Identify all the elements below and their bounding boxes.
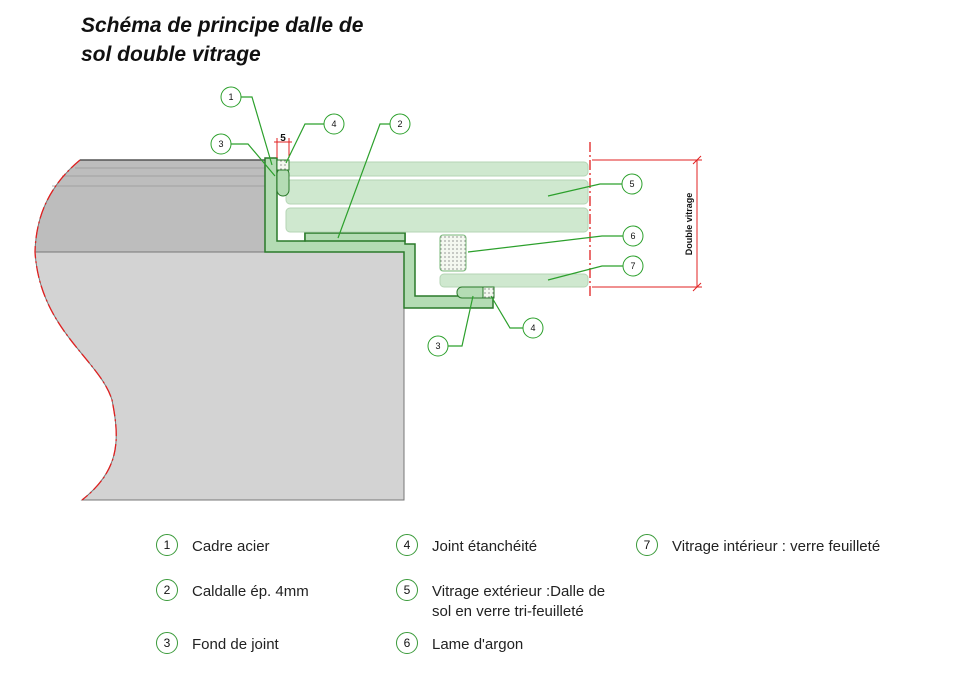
callout-circle-5 [621, 173, 643, 195]
legend-text-7: Vitrage intérieur : verre feuilleté [672, 538, 881, 555]
dimension-height-label: Double vitrage [684, 193, 694, 256]
legend-number-7: 7 [636, 534, 658, 556]
interior-glass [439, 273, 589, 288]
legend-text-4: Joint étanchéité [432, 538, 538, 555]
callout-label-6: 6 [630, 231, 635, 241]
backer-rod-top [276, 167, 290, 197]
diagram-title: Schéma de principe dalle de sol double v… [81, 11, 441, 69]
callout-circle-6 [622, 225, 644, 247]
legend-item-4: 4 Joint étanchéité [396, 534, 538, 557]
legend-item-6: 6 Lame d'argon [396, 632, 524, 655]
legend-item-7: 7 Vitrage intérieur : verre feuilleté [636, 534, 881, 557]
callout-label-1: 1 [228, 92, 233, 102]
legend-number-1: 1 [156, 534, 178, 556]
legend-text-5-line-1: Vitrage extérieur :Dalle de [432, 583, 606, 600]
callout-label-4-bottom: 4 [530, 323, 535, 333]
cut-line [34, 159, 117, 501]
sealant-joint-top [276, 159, 290, 171]
caldalle-plate [304, 232, 406, 242]
title-line-1: Schéma de principe dalle de [81, 14, 364, 37]
legend-text-2: Caldalle ép. 4mm [192, 583, 309, 600]
floor-finish-layer [34, 159, 266, 253]
legend-number-2: 2 [156, 579, 178, 601]
callout-label-7: 7 [630, 261, 635, 271]
exterior-glass-layer-1 [285, 161, 589, 177]
callout-circle-1 [220, 86, 242, 108]
legend-number-5: 5 [396, 579, 418, 601]
legend-number-6: 6 [396, 632, 418, 654]
legend-item-3: 3 Fond de joint [156, 632, 279, 655]
callout-circle-7 [622, 255, 644, 277]
leader-lines [231, 96, 623, 347]
callout-label-3-top: 3 [218, 139, 223, 149]
callout-circle-2 [389, 113, 411, 135]
section-drawing: Double vitrage 5 1 2 3 4 5 6 7 3 4 [34, 86, 702, 501]
callout-label-4-top: 4 [331, 119, 336, 129]
legend-number-3: 3 [156, 632, 178, 654]
legend-text-3: Fond de joint [192, 636, 279, 653]
callout-circle-3-top [210, 133, 232, 155]
sealant-joint-bottom [482, 286, 495, 299]
argon-spacer [439, 234, 467, 272]
legend-item-5: 5 Vitrage extérieur :Dalle de sol en ver… [396, 579, 606, 622]
dimension-joint-label: 5 [280, 133, 286, 144]
legend-text-5-line-2: sol en verre tri-feuilleté [432, 603, 584, 620]
concrete-slab [34, 251, 405, 501]
callout-label-2: 2 [397, 119, 402, 129]
callout-circle-4-top [323, 113, 345, 135]
legend-item-1: 1 Cadre acier [156, 534, 270, 557]
legend-text-1: Cadre acier [192, 538, 270, 555]
legend-number-4: 4 [396, 534, 418, 556]
legend-text-6: Lame d'argon [432, 636, 524, 653]
callout-circle-3-bottom [427, 335, 449, 357]
callout-label-5: 5 [629, 179, 634, 189]
exterior-glass-layer-3 [285, 207, 589, 233]
legend-item-2: 2 Caldalle ép. 4mm [156, 579, 309, 602]
callout-circle-4-bottom [522, 317, 544, 339]
exterior-glass-layer-2 [285, 179, 589, 205]
callout-label-3-bottom: 3 [435, 341, 440, 351]
title-line-2: sol double vitrage [81, 43, 261, 66]
